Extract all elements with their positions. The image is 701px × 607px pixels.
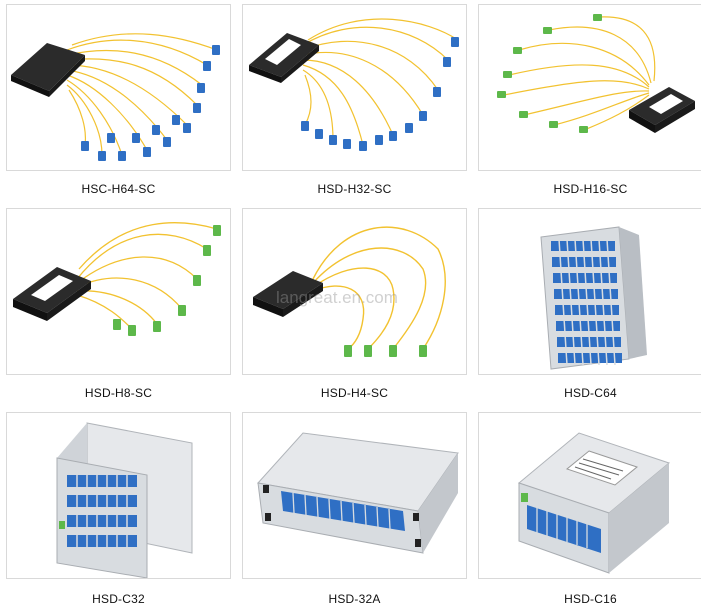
product-image-hsd-h4-sc[interactable] [242,208,467,375]
product-label[interactable]: HSD-H4-SC [320,386,389,400]
product-label[interactable]: HSD-32A [328,592,381,606]
product-image-hsd-h32-sc[interactable] [242,4,467,171]
product-label[interactable]: HSC-H64-SC [81,182,156,196]
product-label[interactable]: HSD-C32 [92,592,145,606]
product-label[interactable]: HSD-H8-SC [84,386,153,400]
product-label[interactable]: HSD-H16-SC [553,182,628,196]
product-image-hsd-h8-sc[interactable] [6,208,231,375]
product-image-hsd-c32[interactable] [6,412,231,579]
product-image-hsd-32a[interactable] [242,412,467,579]
product-label[interactable]: HSD-C16 [564,592,617,606]
product-label[interactable]: HSD-H32-SC [317,182,392,196]
product-label[interactable]: HSD-C64 [564,386,617,400]
product-image-hsd-c64[interactable] [478,208,701,375]
product-image-hsd-h16-sc[interactable] [478,4,701,171]
product-image-hsc-h64-sc[interactable] [6,4,231,171]
product-image-hsd-c16[interactable] [478,412,701,579]
